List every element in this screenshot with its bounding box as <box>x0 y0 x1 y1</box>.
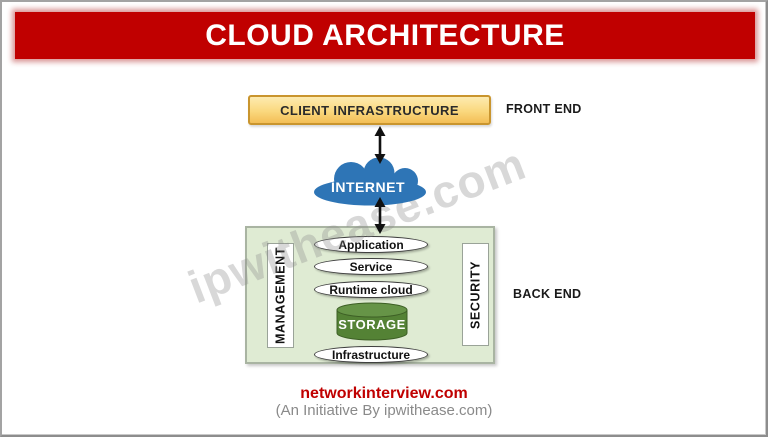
footer-site-name: networkinterview.com <box>300 385 468 402</box>
cloud-icon <box>314 157 426 206</box>
client-infrastructure-label: CLIENT INFRASTRUCTURE <box>280 102 459 118</box>
service-oval: Service <box>314 258 428 275</box>
back-end-container: MANAGEMENT SECURITY Application Service … <box>245 226 495 364</box>
double-arrow-client-internet-icon <box>374 126 386 164</box>
page-title: CLOUD ARCHITECTURE <box>205 18 565 52</box>
application-oval: Application <box>314 236 428 253</box>
internet-label: INTERNET <box>331 179 405 195</box>
client-infrastructure-box: CLIENT INFRASTRUCTURE <box>248 95 491 125</box>
internet-cloud: INTERNET <box>313 157 433 206</box>
infrastructure-oval: Infrastructure <box>314 346 428 363</box>
security-panel: SECURITY <box>462 243 489 346</box>
back-end-label: BACK END <box>513 287 582 301</box>
storage-label: STORAGE <box>338 317 406 332</box>
double-arrow-internet-backend-icon <box>374 197 386 234</box>
runtime-cloud-oval: Runtime cloud <box>314 281 428 298</box>
front-end-label: FRONT END <box>506 102 582 116</box>
storage-cylinder: STORAGE <box>336 302 408 341</box>
management-panel: MANAGEMENT <box>267 243 294 348</box>
footer-tagline: (An Initiative By ipwithease.com) <box>275 402 493 419</box>
title-banner: CLOUD ARCHITECTURE <box>15 12 755 59</box>
